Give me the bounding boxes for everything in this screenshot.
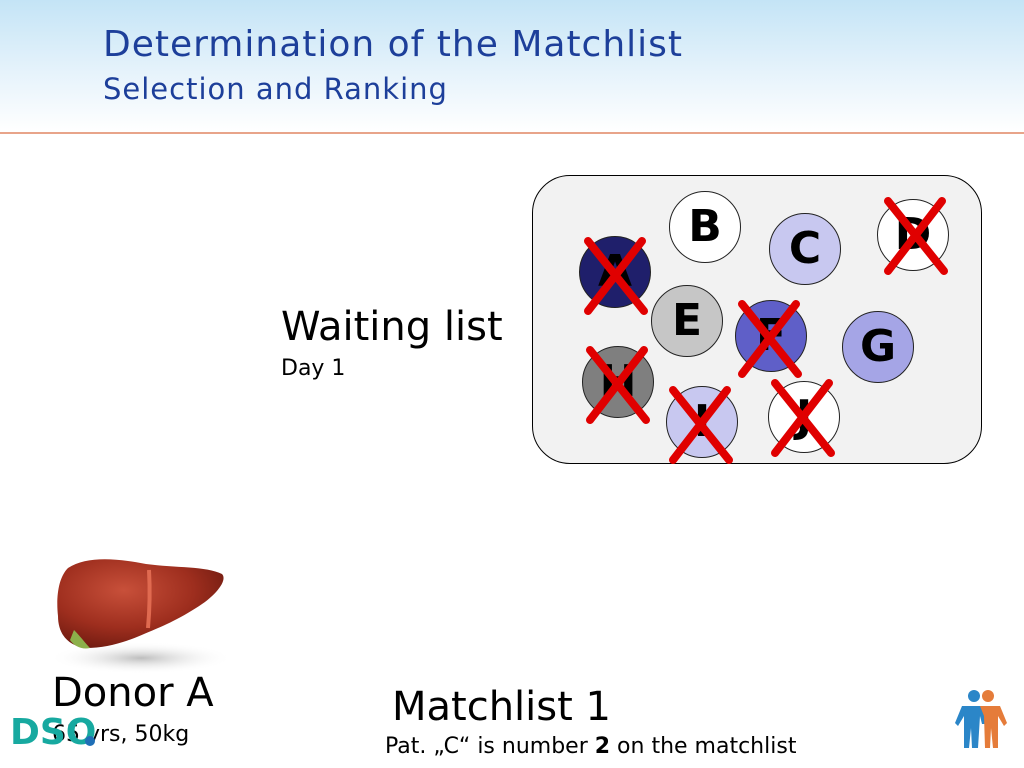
patient-b: B (669, 191, 741, 263)
matchlist-description: Pat. „C“ is number 2 on the matchlist (385, 734, 796, 759)
matchlist-title: Matchlist 1 (392, 684, 611, 730)
exclusion-cross-h (586, 346, 650, 424)
matchlist-rank: 2 (594, 734, 611, 759)
slide-subtitle: Selection and Ranking (103, 72, 448, 106)
matchlist-description-prefix: Pat. „C“ is number (385, 734, 595, 759)
exclusion-cross-j (771, 379, 835, 457)
patient-letter: G (859, 321, 897, 372)
donor-info: 65 yrs, 50kg (52, 722, 190, 747)
patient-g: G (842, 311, 914, 383)
donor-title: Donor A (52, 670, 214, 716)
patient-e: E (651, 285, 723, 357)
patient-letter: E (671, 295, 703, 346)
exclusion-cross-a (584, 237, 648, 315)
slide-title: Determination of the Matchlist (103, 24, 684, 65)
patient-letter: B (688, 201, 722, 252)
slide-header (0, 0, 1024, 132)
dso-logo: DSO (10, 712, 96, 750)
logo-text: DSO (10, 712, 96, 750)
people-icon (955, 690, 1007, 748)
exclusion-cross-d (884, 197, 948, 275)
waiting-list-label: Waiting list (281, 304, 503, 350)
patient-letter: C (788, 223, 822, 274)
patient-c: C (769, 213, 841, 285)
waiting-list-day: Day 1 (281, 356, 346, 381)
exclusion-cross-f (738, 300, 802, 378)
matchlist-description-suffix: on the matchlist (610, 734, 797, 759)
liver-icon (49, 559, 233, 674)
exclusion-cross-i (669, 386, 733, 464)
header-divider (0, 132, 1024, 134)
